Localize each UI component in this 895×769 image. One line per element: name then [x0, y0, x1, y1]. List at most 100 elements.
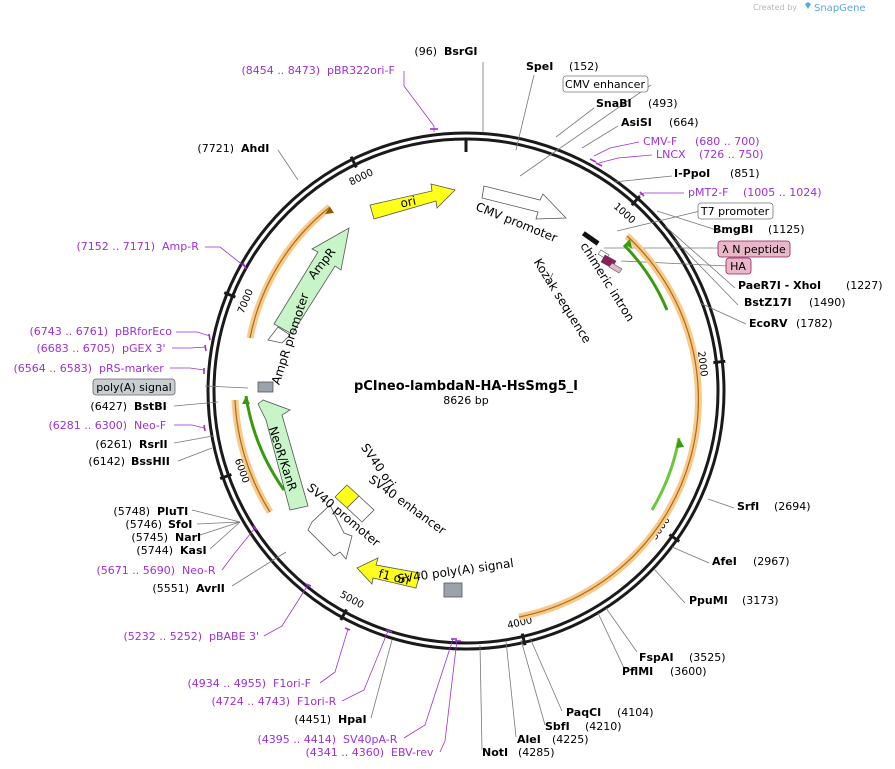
svg-text:pBABE 3': pBABE 3' — [209, 630, 259, 643]
svg-text:(493): (493) — [648, 97, 678, 110]
svg-text:pGEX 3': pGEX 3' — [122, 342, 166, 355]
site-alei[interactable]: AleI(4225) — [517, 733, 589, 746]
ha-box[interactable]: HA — [725, 257, 752, 275]
svg-text:pMT2-F: pMT2-F — [688, 186, 729, 199]
primer-cmv-f[interactable]: CMV-F(680 .. 700) — [643, 135, 760, 148]
boxed-labels: CMV enhancer T7 promoter λ N peptide HA … — [92, 75, 791, 396]
svg-text:(851): (851) — [730, 167, 760, 180]
svg-text:SV40pA-R: SV40pA-R — [343, 733, 398, 746]
svg-text:F1ori-F: F1ori-F — [273, 677, 311, 690]
site-srfi[interactable]: SrfI(2694) — [737, 500, 811, 513]
site-ppumi[interactable]: PpuMI (3173) — [689, 594, 779, 607]
site-hpai[interactable]: (4451)HpaI — [294, 713, 366, 726]
svg-text:BsrGI: BsrGI — [444, 45, 477, 58]
sv40-polya-label: SV40 poly(A) signal — [396, 556, 514, 586]
svg-text:AsiSI: AsiSI — [621, 116, 652, 129]
plasmid-length: 8626 bp — [443, 394, 488, 407]
site-rsrii[interactable]: (6261)RsrII — [95, 438, 167, 451]
svg-text:SbfI: SbfI — [545, 720, 570, 733]
cds-orange-arcs — [231, 204, 702, 621]
svg-text:T7 promoter: T7 promoter — [700, 205, 770, 218]
primer-f1ori-r[interactable]: (4724 .. 4743)F1ori-R — [211, 695, 336, 708]
neor-feature: NeoR/KanR — [257, 399, 309, 511]
site-kasi[interactable]: (5744)KasI — [136, 544, 206, 557]
svg-text:(726 .. 750): (726 .. 750) — [699, 148, 764, 161]
site-paer7i-xhoi[interactable]: PaeR7I - XhoI(1227) — [738, 279, 883, 292]
svg-text:(152): (152) — [569, 60, 599, 73]
svg-text:(1227): (1227) — [846, 279, 883, 292]
primer-ebv-rev[interactable]: (4341 .. 4360)EBV-rev — [305, 746, 434, 759]
lambda-n-peptide-box[interactable]: λ N peptide — [717, 240, 791, 258]
site-paqci[interactable]: PaqCI(4104) — [566, 706, 654, 719]
tick-mark — [223, 291, 236, 299]
primer-pmt2-f[interactable]: pMT2-F (1005 .. 1024) — [688, 186, 822, 199]
site-bstbi[interactable]: (6427)BstBI — [90, 400, 166, 413]
site-avrii[interactable]: (5551)AvrII — [152, 582, 224, 595]
primer-lncx[interactable]: LNCX (726 .. 750) — [656, 148, 764, 161]
primer-amp-r[interactable]: (7152 .. 7171)Amp-R — [76, 240, 199, 253]
primer-prs-marker[interactable]: (6564 .. 6583)pRS-marker — [13, 362, 164, 375]
credit: Created by SnapGene — [753, 2, 866, 14]
svg-text:(5744): (5744) — [136, 544, 173, 557]
svg-text:(1490): (1490) — [809, 296, 846, 309]
site-afei[interactable]: AfeI(2967) — [712, 555, 790, 568]
svg-text:(3173): (3173) — [742, 594, 779, 607]
svg-text:(6564 .. 6583): (6564 .. 6583) — [13, 362, 92, 375]
tick-mark — [520, 633, 527, 646]
site-i-ppoi[interactable]: I-PpoI (851) — [674, 167, 760, 180]
tick-mark — [349, 156, 358, 169]
svg-text:(4724 .. 4743): (4724 .. 4743) — [211, 695, 290, 708]
svg-text:HA: HA — [730, 260, 746, 273]
site-ecorv[interactable]: EcoRV(1782) — [749, 317, 833, 330]
svg-text:(4934 .. 4955): (4934 .. 4955) — [187, 677, 266, 690]
svg-text:(6142): (6142) — [88, 455, 125, 468]
svg-text:AvrII: AvrII — [196, 582, 225, 595]
svg-text:LNCX: LNCX — [656, 148, 686, 161]
svg-text:(4104): (4104) — [617, 706, 654, 719]
svg-text:poly(A) signal: poly(A) signal — [96, 381, 171, 394]
tick-mark — [219, 473, 232, 480]
primer-sv40pa-r[interactable]: (4395 .. 4414)SV40pA-R — [257, 733, 397, 746]
site-bmgbi[interactable]: BmgBI(1125) — [713, 223, 805, 236]
t7-promoter-box[interactable]: T7 promoter — [697, 202, 774, 220]
site-sfoi[interactable]: (5746)SfoI — [125, 518, 192, 531]
primer-pbrforeco[interactable]: (6743 .. 6761)pBRforEco — [29, 325, 172, 338]
svg-text:NarI: NarI — [175, 531, 201, 544]
svg-text:(6683 .. 6705): (6683 .. 6705) — [36, 342, 115, 355]
site-bsrgi[interactable]: (96)BsrGI — [414, 45, 477, 58]
insert-cds-outline — [518, 235, 700, 618]
site-snabi[interactable]: SnaBI(493) — [596, 97, 678, 110]
primer-neo-f[interactable]: (6281 .. 6300)Neo-F — [48, 419, 166, 432]
ha-mark — [608, 262, 623, 274]
site-nari[interactable]: (5745)NarI — [131, 531, 201, 544]
site-spei[interactable]: SpeI(152) — [526, 60, 599, 73]
primer-pgex-3[interactable]: (6683 .. 6705) pGEX 3' — [36, 342, 165, 355]
primer-pbabe-3[interactable]: (5232 .. 5252)pBABE 3' — [123, 630, 259, 643]
sv40-polya-mark — [443, 582, 463, 598]
svg-text:PluTI: PluTI — [157, 505, 188, 518]
primer-pbr322ori-f[interactable]: (8454 .. 8473)pBR322ori-F — [241, 64, 394, 77]
svg-text:(1005 .. 1024): (1005 .. 1024) — [743, 186, 822, 199]
svg-text:HpaI: HpaI — [338, 713, 367, 726]
svg-text:PpuMI: PpuMI — [689, 594, 728, 607]
cmv-enhancer-box[interactable]: CMV enhancer — [562, 75, 649, 93]
site-pluti[interactable]: (5748)PluTI — [113, 505, 188, 518]
site-pflmi[interactable]: PflMI(3600) — [622, 665, 707, 678]
svg-text:(7152 .. 7171): (7152 .. 7171) — [76, 240, 155, 253]
site-asisi[interactable]: AsiSI(664) — [621, 116, 699, 129]
primer-f1ori-f[interactable]: (4934 .. 4955) F1ori-F — [187, 677, 311, 690]
site-fspai[interactable]: FspAI(3525) — [639, 651, 726, 664]
sv40-enhancer-label: SV40 enhancer — [366, 472, 448, 537]
site-ahdi[interactable]: (7721)AhdI — [197, 142, 269, 155]
site-bstz17i[interactable]: BstZ17I(1490) — [744, 296, 846, 309]
site-sbfi[interactable]: SbfI(4210) — [545, 720, 622, 733]
leader-lines — [170, 62, 747, 753]
polya-signal-box[interactable]: poly(A) signal — [92, 378, 176, 396]
site-noti[interactable]: NotI(4285) — [482, 746, 555, 759]
primer-neo-r[interactable]: (5671 .. 5690)Neo-R — [96, 564, 215, 577]
svg-text:NotI: NotI — [482, 746, 508, 759]
svg-text:(6743 .. 6761): (6743 .. 6761) — [29, 325, 108, 338]
site-bsshii[interactable]: (6142)BssHII — [88, 455, 169, 468]
svg-text:I-PpoI: I-PpoI — [674, 167, 710, 180]
svg-text:(2694): (2694) — [774, 500, 811, 513]
